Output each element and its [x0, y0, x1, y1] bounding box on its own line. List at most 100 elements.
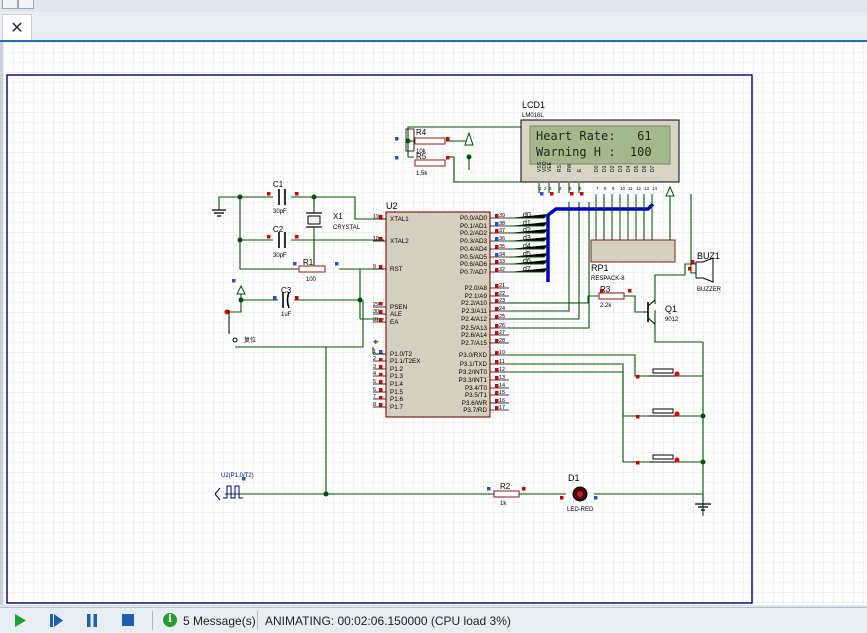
resistor-r3[interactable]: R3 2.2k: [598, 285, 625, 309]
mcu-pin-name: P3.2/INT0: [459, 369, 488, 376]
mcu-pin-number: 6: [373, 387, 376, 393]
mcu-pin-number: 15: [499, 390, 505, 396]
lcd-pin-number: 10: [620, 186, 626, 191]
logic-state-marker: [636, 415, 640, 419]
mcu-pin-name: P1.0/T2: [390, 351, 413, 358]
lcd-pin-number: 12: [636, 186, 642, 191]
svg-text:C2: C2: [273, 225, 284, 234]
left-panel-edge: [0, 42, 3, 605]
lcd-pin-number: 6: [579, 186, 582, 191]
mcu-pin-number: 14: [499, 383, 505, 389]
mcu-pin-number: 39: [499, 213, 505, 219]
logic-state-marker: [495, 391, 499, 395]
restore-icon[interactable]: [18, 0, 34, 9]
mcu-pin-number: 26: [499, 323, 505, 329]
lcd-lcd1[interactable]: LCD1 LM016L Heart Rate: 61 Warning H : 1…: [520, 100, 680, 191]
transistor-q1[interactable]: Q1 9012: [643, 299, 679, 325]
mcu-pin-number: 23: [499, 298, 505, 304]
mcu-pin-name: P3.3/INT1: [459, 377, 488, 384]
capacitor-c1[interactable]: C1 30pF: [273, 180, 287, 215]
mcu-u2[interactable]: U2 XTAL119XTAL218RST9PSEN29ALE30EA31P1.0…: [373, 201, 509, 418]
mcu-pin-name: XTAL1: [390, 216, 409, 223]
svg-text:BUZ1: BUZ1: [697, 251, 720, 261]
reset-button[interactable]: 复位: [224, 309, 257, 345]
logic-state-marker: [379, 373, 383, 377]
mcu-pin-name: P0.0/AD0: [460, 215, 487, 222]
lcd-pin-name: D6: [642, 165, 648, 172]
logic-state-marker: [570, 192, 574, 196]
lcd-pin-name: VDD: [542, 161, 548, 172]
logic-state-marker: [273, 296, 277, 300]
push-button[interactable]: [649, 454, 680, 463]
mcu-pin-name: P2.7/A15: [461, 340, 487, 347]
buzzer-buz1[interactable]: BUZ1 BUZZER: [695, 251, 722, 293]
logic-state-marker: [691, 260, 695, 264]
led-d1[interactable]: D1 LED-RED: [567, 473, 594, 513]
push-button[interactable]: [649, 368, 680, 377]
lcd-pin-number: 7: [596, 186, 599, 191]
potentiometer-bracket: [405, 128, 415, 152]
play-button[interactable]: [11, 612, 29, 629]
logic-state-marker: [335, 262, 339, 266]
svg-text:100: 100: [306, 277, 317, 283]
logic-state-marker: [495, 260, 499, 264]
svg-text:2.2k: 2.2k: [600, 303, 612, 309]
mcu-pin-name: EA: [390, 319, 399, 326]
mcu-pin-number: 1: [373, 349, 376, 355]
lcd-pin-name: VEE: [547, 161, 553, 172]
mcu-pin-number: 36: [499, 236, 505, 242]
resistor-r1[interactable]: R1 100: [298, 258, 326, 283]
logic-state-marker: [379, 365, 383, 369]
mcu-pin-number: 29: [373, 302, 379, 308]
svg-text:RP1: RP1: [591, 263, 609, 273]
lcd-line-1: Heart Rate: 61: [536, 129, 652, 143]
bus-label: d3: [523, 235, 531, 242]
svg-text:1k: 1k: [500, 501, 507, 507]
bus-label: d2: [523, 227, 531, 234]
window-top-strip: [0, 0, 867, 12]
mcu-pin-name: P1.6: [390, 396, 403, 403]
logic-state-marker: [540, 192, 544, 196]
logic-state-marker: [495, 384, 499, 388]
bus-label: d5: [523, 251, 531, 258]
capacitor-c2[interactable]: C2 30pF: [273, 225, 287, 259]
logic-state-marker: [495, 229, 499, 233]
lcd-pin-name: D5: [634, 165, 640, 172]
mcu-pin-number: 33: [499, 259, 505, 265]
crystal-x1[interactable]: X1 CRYSTAL: [306, 212, 361, 241]
lcd-pin-name: RW: [567, 163, 573, 172]
stop-button[interactable]: [119, 612, 137, 629]
pause-button[interactable]: [83, 612, 101, 629]
mcu-pin-name: P0.1/AD1: [460, 223, 487, 230]
mcu-pin-name: P1.2: [390, 366, 403, 373]
mcu-pin-name: P1.4: [390, 381, 403, 388]
resistor-r5[interactable]: R5 1.5k: [414, 152, 446, 177]
minimize-icon[interactable]: [2, 0, 18, 9]
respack-rp1[interactable]: RP1 RESPACK-8: [590, 239, 676, 282]
close-tab-button[interactable]: ✕: [2, 14, 32, 40]
logic-state-marker: [688, 267, 692, 271]
mcu-pin-name: P3.4/T0: [465, 385, 488, 392]
svg-text:Q1: Q1: [665, 304, 677, 314]
logic-state-marker: [495, 299, 499, 303]
push-button[interactable]: [649, 408, 680, 417]
mcu-pin-number: 25: [499, 314, 505, 320]
svg-text:C1: C1: [273, 180, 284, 189]
mcu-pin-name: P3.6/WR: [462, 400, 488, 407]
resistor-r4[interactable]: R4 10k: [414, 128, 446, 155]
mcu-pin-number: 5: [373, 379, 376, 385]
logic-state-marker: [379, 396, 383, 400]
mcu-pin-number: 10: [499, 350, 505, 356]
mcu-pin-name: P1.5: [390, 389, 403, 396]
messages-link[interactable]: 5 Message(s): [183, 614, 256, 628]
svg-text:C3: C3: [281, 286, 292, 295]
junctions: [237, 138, 706, 497]
lcd-pin-number: 9: [612, 186, 615, 191]
logic-state-marker: [379, 215, 383, 219]
resistor-r2[interactable]: R2 1k: [493, 482, 520, 507]
logic-state-marker: [487, 487, 491, 491]
signal-generator[interactable]: U2(P1.0/T2): [214, 473, 254, 501]
capacitor-c3[interactable]: C3 1uF: [281, 286, 292, 318]
step-button[interactable]: [47, 612, 65, 629]
